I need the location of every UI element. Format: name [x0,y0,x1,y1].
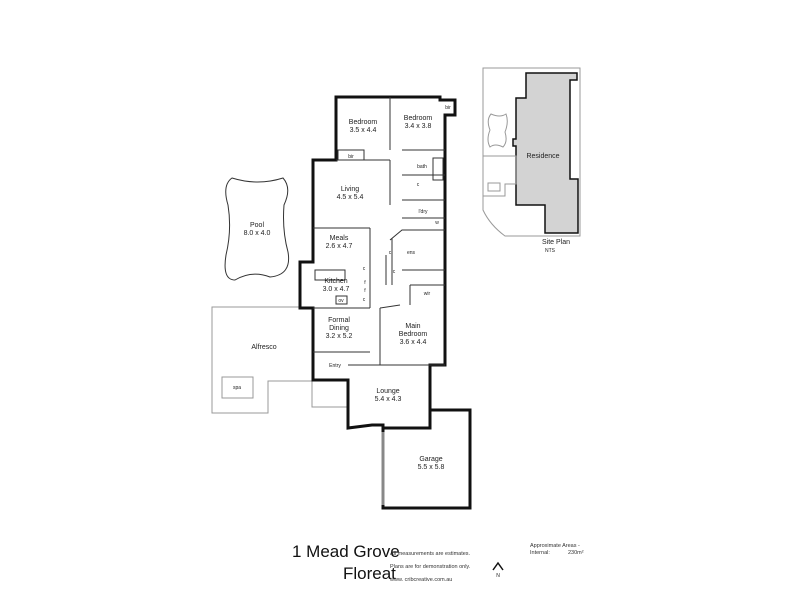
bedroom2-size: 3.4 x 3.8 [405,123,432,130]
residence-label: Residence [526,153,559,160]
main-bedroom-size: 3.6 x 4.4 [400,339,427,346]
laundry-label: l'dry [418,209,428,215]
alfresco-outline [211,306,313,414]
kitchen-label: Kitchen [324,278,347,285]
garage-label: Garage [419,456,442,463]
fridge-label-1: f [364,280,366,286]
fridge-label-2: f [364,288,366,294]
bir-closet [337,149,365,161]
main-bedroom-label-2: Bedroom [399,331,428,338]
spa-outline [221,376,254,399]
north-label: N [496,573,500,579]
site-plan-title: Site Plan [542,239,570,246]
interior-walls [313,97,445,366]
oven-label: ov [338,298,344,304]
cupboard-label-1: c [389,250,392,256]
bedroom1-size: 3.5 x 4.4 [350,127,377,134]
alfresco-label: Alfresco [251,344,276,351]
lounge-size: 5.4 x 4.3 [375,396,402,403]
address-line-1: 1 Mead Grove [292,542,400,561]
washer-label: w [435,220,439,226]
entry-porch [311,381,348,408]
ensuite-label: ens [407,250,416,256]
main-bedroom-label-1: Main [405,323,420,330]
bedroom1-label: Bedroom [349,119,378,126]
pantry-label-1: c [363,266,366,272]
areas-title: Approximate Areas - [530,543,580,549]
bedroom2-label: Bedroom [404,115,433,122]
lounge-label: Lounge [376,388,399,395]
site-plan: Residence Site Plan NTS [482,67,581,254]
north-arrow-icon: N [492,561,504,579]
website-link[interactable]: www. cribcreative.com.au [390,577,453,583]
disclaimer-1: All measurements are estimates. [390,551,471,557]
internal-area-label: Internal: [530,550,550,556]
entry-label: Entry [329,363,341,369]
pool-label: Pool [250,222,264,229]
bir-label-1: bir [348,154,354,160]
address-line-2: Floreat [343,564,396,583]
bath-tub [432,157,444,181]
garage-size: 5.5 x 5.8 [418,464,445,471]
wir-label: wir [424,291,431,297]
pantry-label-2: c [363,297,366,303]
meals-label: Meals [330,235,349,242]
formal-dining-label-2: Dining [329,325,349,332]
disclaimer-2: Plans are for demonstration only. [390,564,471,570]
spa-label: spa [233,385,241,391]
oven [335,295,348,305]
formal-dining-label-1: Formal [328,317,350,324]
living-size: 4.5 x 5.4 [337,194,364,201]
internal-area-value: 230m² [568,550,584,556]
meals-size: 2.6 x 4.7 [326,243,353,250]
bir-label-2: bir [445,105,451,111]
kitchen-size: 3.0 x 4.7 [323,286,350,293]
formal-dining-size: 3.2 x 5.2 [326,333,353,340]
kitchen-bench [314,269,346,281]
pool-size: 8.0 x 4.0 [244,230,271,237]
residence-footprint [512,72,579,234]
linen-label: c [417,182,420,188]
exterior-walls [298,95,457,430]
living-label: Living [341,186,359,193]
pool-outline [224,177,290,281]
site-plan-scale: NTS [545,248,556,254]
cupboard-label-2: c [393,269,396,275]
bath-label: bath [417,164,427,170]
